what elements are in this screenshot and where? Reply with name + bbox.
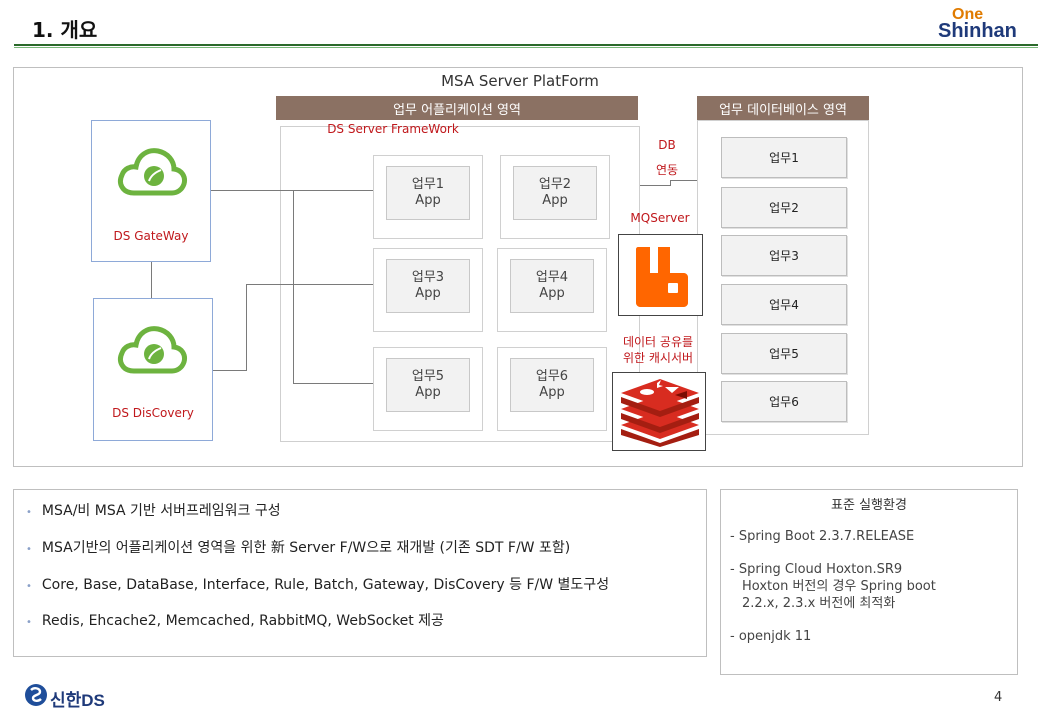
env-item-spring-cloud-note: Hoxton 버전의 경우 Spring boot [742, 579, 936, 594]
gateway-label: DS GateWay [113, 229, 189, 243]
connector-line [293, 383, 373, 384]
app-name: 업무4 [535, 270, 569, 285]
brand-logo-shinhan: Shinhan [938, 20, 1017, 42]
db-item-2: 업무2 [721, 187, 847, 228]
discovery-box: DS DisCovery [93, 298, 213, 441]
note-item-3: • Core, Base, DataBase, Interface, Rule, … [26, 574, 609, 594]
app-type: App [415, 385, 441, 400]
connector-line [670, 180, 697, 181]
app-inner: 업무6 App [510, 358, 594, 412]
page-title: 1. 개요 [32, 18, 98, 42]
note-text: Core, Base, DataBase, Interface, Rule, B… [41, 577, 610, 593]
app-type: App [542, 193, 568, 208]
mq-label: MQServer [630, 211, 690, 225]
connector-line [246, 284, 247, 371]
platform-frame [13, 67, 1023, 467]
app-inner: 업무1 App [386, 166, 470, 220]
app-type: App [415, 286, 441, 301]
db-link-label-1: DB [658, 138, 676, 152]
app-type: App [539, 286, 565, 301]
bullet-icon: • [26, 507, 32, 518]
db-link-label-2: 연동 [655, 163, 679, 177]
connector-line [151, 262, 152, 298]
app-inner: 업무2 App [513, 166, 597, 220]
db-item-4: 업무4 [721, 284, 847, 325]
brand-logo-one: One [952, 6, 984, 23]
env-item-openjdk: - openjdk 11 [730, 629, 812, 644]
app-type: App [415, 193, 441, 208]
app-name: 업무6 [535, 369, 569, 384]
app-name: 업무3 [411, 270, 445, 285]
title-divider [14, 44, 1038, 46]
connector-line [293, 190, 294, 383]
gateway-box: DS GateWay [91, 120, 211, 262]
environment-box [720, 489, 1018, 675]
title-divider-accent [14, 47, 1038, 48]
note-item-4: • Redis, Ehcache2, Memcached, RabbitMQ, W… [26, 610, 444, 630]
app-name: 업무5 [411, 369, 445, 384]
env-item-spring-cloud-note-2: 2.2.x, 2.3.x 버전에 최적화 [742, 596, 896, 611]
bullet-icon: • [26, 544, 32, 555]
app-name: 업무1 [411, 177, 445, 192]
platform-title: MSA Server PlatForm [441, 72, 599, 90]
note-text: MSA기반의 어플리케이션 영역을 위한 新 Server F/W으로 재개발 … [41, 540, 571, 556]
redis-box [612, 372, 706, 451]
env-item-spring-cloud: - Spring Cloud Hoxton.SR9 [730, 562, 903, 577]
note-item-1: • MSA/비 MSA 기반 서버프레임워크 구성 [26, 500, 281, 520]
cache-label-1: 데이터 공유를 [622, 335, 694, 349]
connector-line [210, 370, 247, 371]
redis-icon [621, 379, 699, 447]
page-number: 4 [994, 690, 1003, 705]
app-area-header: 업무 어플리케이션 영역 [276, 96, 638, 120]
db-item-5: 업무5 [721, 333, 847, 374]
rabbitmq-icon [636, 247, 688, 307]
app-name: 업무2 [538, 177, 572, 192]
cache-label-2: 위한 캐시서버 [622, 351, 694, 365]
connector-line [640, 185, 670, 186]
db-area-header: 업무 데이터베이스 영역 [697, 96, 869, 120]
app-box-3: 업무3 App [373, 248, 483, 332]
app-inner: 업무4 App [510, 259, 594, 313]
connector-line [210, 190, 293, 191]
spring-cloud-icon [118, 326, 187, 374]
app-box-4: 업무4 App [497, 248, 607, 332]
bullet-icon: • [26, 581, 32, 592]
note-item-2: • MSA기반의 어플리케이션 영역을 위한 新 Server F/W으로 재개발… [26, 537, 570, 557]
environment-title: 표준 실행환경 [831, 498, 907, 513]
app-box-6: 업무6 App [497, 347, 607, 431]
spring-cloud-icon [118, 148, 187, 196]
framework-label: DS Server FrameWork [327, 122, 459, 136]
connector-line [670, 180, 671, 186]
app-box-5: 업무5 App [373, 347, 483, 431]
connector-line [293, 190, 373, 191]
db-item-1: 업무1 [721, 137, 847, 178]
db-item-6: 업무6 [721, 381, 847, 422]
app-inner: 업무3 App [386, 259, 470, 313]
app-box-1: 업무1 App [373, 155, 483, 239]
bullet-icon: • [26, 617, 32, 628]
env-item-spring-boot: - Spring Boot 2.3.7.RELEASE [730, 529, 915, 544]
app-type: App [539, 385, 565, 400]
app-box-2: 업무2 App [500, 155, 610, 239]
connector-line [293, 284, 373, 285]
app-inner: 업무5 App [386, 358, 470, 412]
note-text: MSA/비 MSA 기반 서버프레임워크 구성 [41, 503, 281, 519]
connector-line [246, 284, 293, 285]
company-name: 신한DS [50, 691, 105, 710]
rabbitmq-box [618, 234, 703, 316]
shinhan-logo-icon [25, 684, 47, 706]
discovery-label: DS DisCovery [112, 406, 194, 420]
db-item-3: 업무3 [721, 235, 847, 276]
note-text: Redis, Ehcache2, Memcached, RabbitMQ, We… [41, 613, 444, 629]
notes-box [13, 489, 707, 657]
